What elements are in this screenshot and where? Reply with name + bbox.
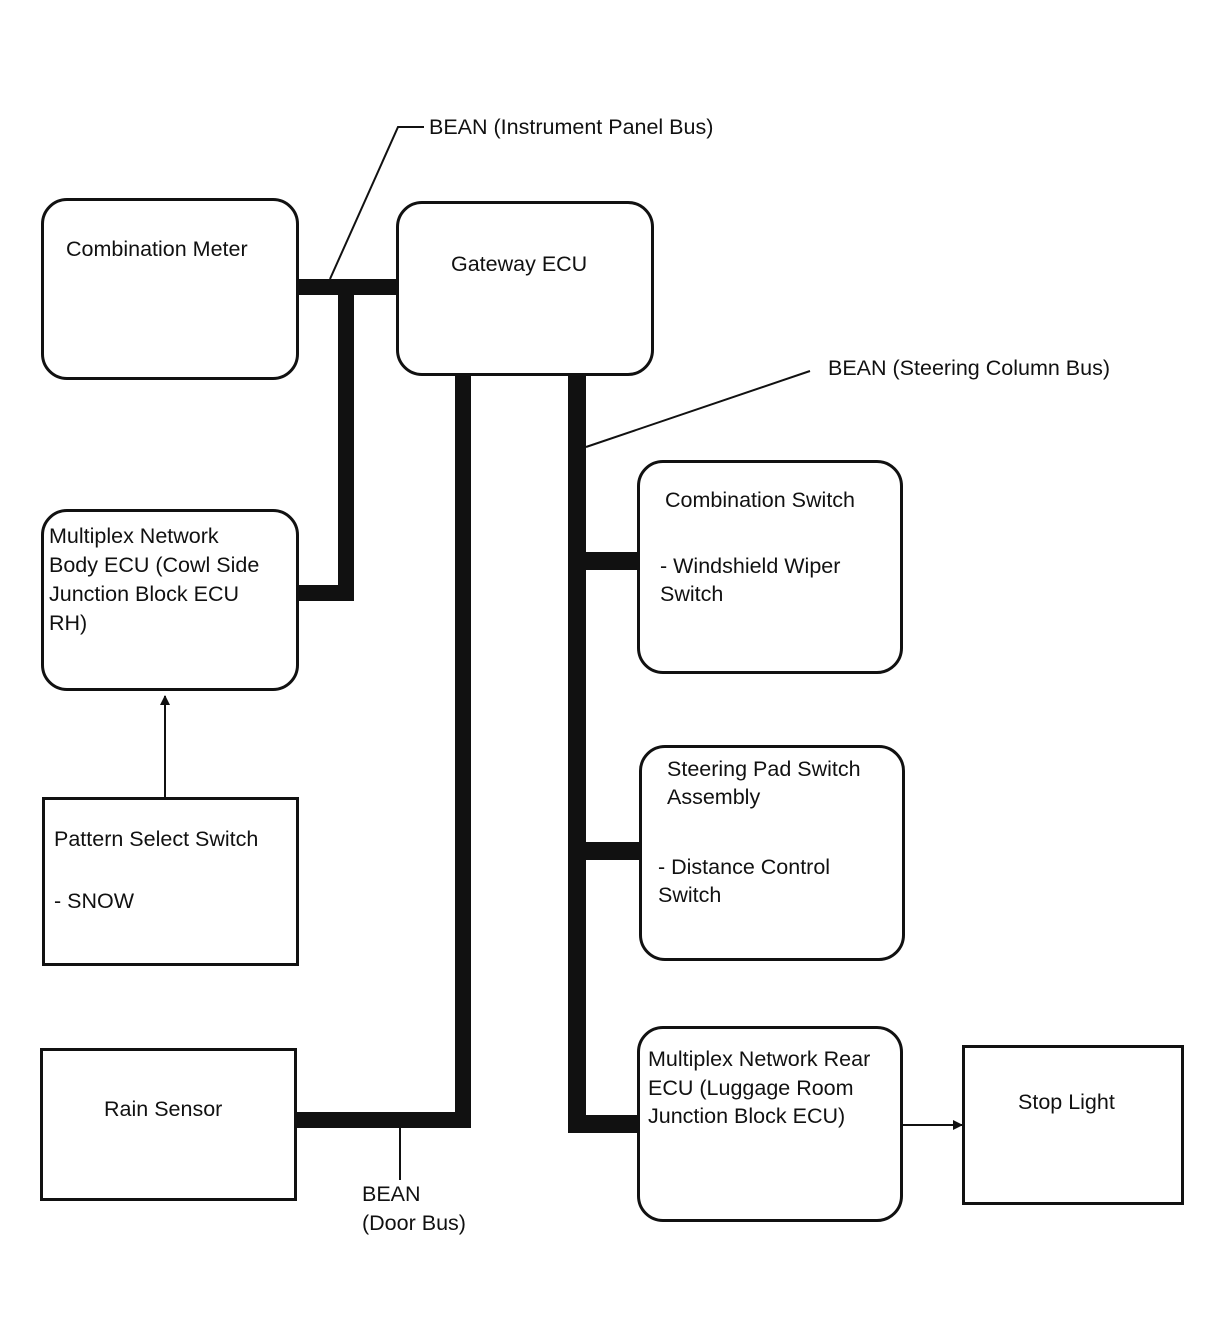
body-ecu-line2: Body ECU (Cowl Side bbox=[49, 553, 260, 577]
steering-pad-item-line1: - Distance Control bbox=[658, 855, 831, 879]
body-ecu-line3: Junction Block ECU bbox=[49, 582, 239, 606]
stop-light-title: Stop Light bbox=[1018, 1090, 1115, 1114]
gateway-ecu-box: Gateway ECU bbox=[396, 201, 654, 376]
body-ecu-line1: Multiplex Network bbox=[49, 524, 219, 548]
steering-column-leader bbox=[585, 370, 811, 448]
combination-switch-title: Combination Switch bbox=[665, 488, 856, 512]
pattern-select-title: Pattern Select Switch bbox=[54, 827, 259, 851]
body-ecu-box: Multiplex Network Body ECU (Cowl Side Ju… bbox=[41, 509, 299, 691]
body-ecu-line4: RH) bbox=[49, 611, 88, 635]
steering-pad-switch-box: Steering Pad Switch Assembly - Distance … bbox=[639, 745, 905, 961]
rain-sensor-box: Rain Sensor bbox=[40, 1048, 297, 1201]
combination-meter-title: Combination Meter bbox=[66, 237, 248, 261]
combination-switch-box: Combination Switch - Windshield Wiper Sw… bbox=[637, 460, 903, 674]
rear-ecu-line3: Junction Block ECU) bbox=[648, 1104, 846, 1128]
combination-meter-box: Combination Meter bbox=[41, 198, 299, 380]
steering-pad-line1: Steering Pad Switch bbox=[667, 757, 861, 781]
rain-sensor-title: Rain Sensor bbox=[104, 1097, 223, 1121]
combination-switch-item-line1: - Windshield Wiper bbox=[660, 554, 841, 578]
instrument-panel-leader bbox=[329, 126, 424, 280]
pattern-select-item: - SNOW bbox=[54, 889, 135, 913]
steering-column-bus-label: BEAN (Steering Column Bus) bbox=[828, 356, 1110, 380]
instrument-panel-bus-label: BEAN (Instrument Panel Bus) bbox=[429, 115, 714, 139]
door-bus-label-line1: BEAN bbox=[362, 1182, 421, 1206]
door-bus-label-line2: (Door Bus) bbox=[362, 1211, 466, 1235]
rear-ecu-line2: ECU (Luggage Room bbox=[648, 1076, 854, 1100]
pattern-select-switch-box: Pattern Select Switch - SNOW bbox=[42, 797, 299, 966]
steering-pad-line2: Assembly bbox=[667, 785, 761, 809]
stop-light-box: Stop Light bbox=[962, 1045, 1184, 1205]
rear-ecu-line1: Multiplex Network Rear bbox=[648, 1047, 871, 1071]
combination-switch-item-line2: Switch bbox=[660, 582, 724, 606]
steering-pad-item-line2: Switch bbox=[658, 883, 722, 907]
rear-ecu-box: Multiplex Network Rear ECU (Luggage Room… bbox=[637, 1026, 903, 1222]
gateway-ecu-title: Gateway ECU bbox=[451, 252, 588, 276]
